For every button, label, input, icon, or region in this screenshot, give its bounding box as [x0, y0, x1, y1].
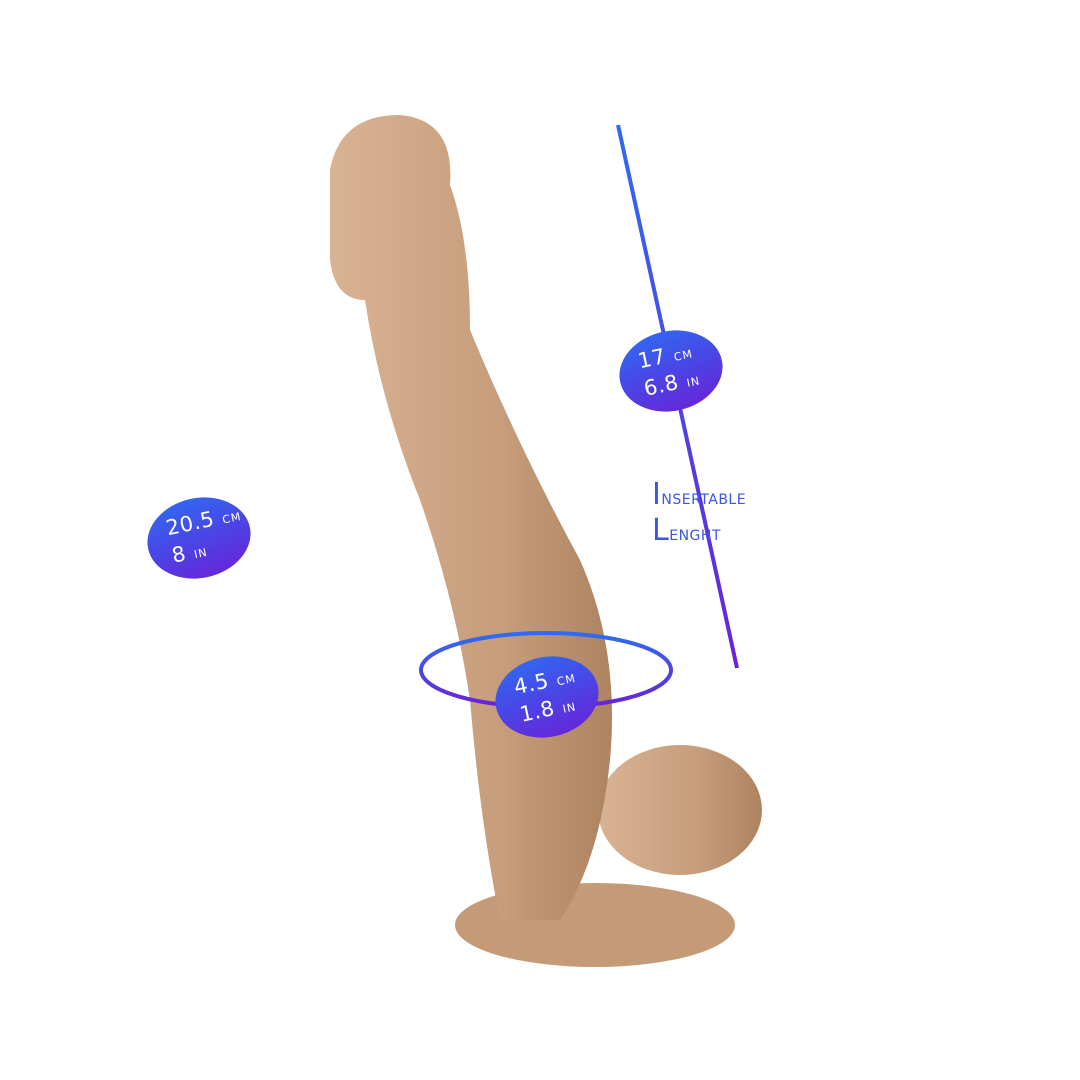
- insertable-length-cm: 17: [635, 344, 668, 374]
- in-unit: in: [685, 374, 702, 390]
- label-line-1: Insertable: [652, 477, 747, 512]
- label-line-2: Lenght: [652, 513, 721, 548]
- total-length-in: 8: [169, 541, 189, 568]
- in-unit: in: [192, 545, 209, 562]
- insertable-length-label: Insertable Lenght: [652, 477, 747, 550]
- diameter-cm: 4.5: [511, 668, 551, 700]
- in-unit: in: [561, 700, 578, 716]
